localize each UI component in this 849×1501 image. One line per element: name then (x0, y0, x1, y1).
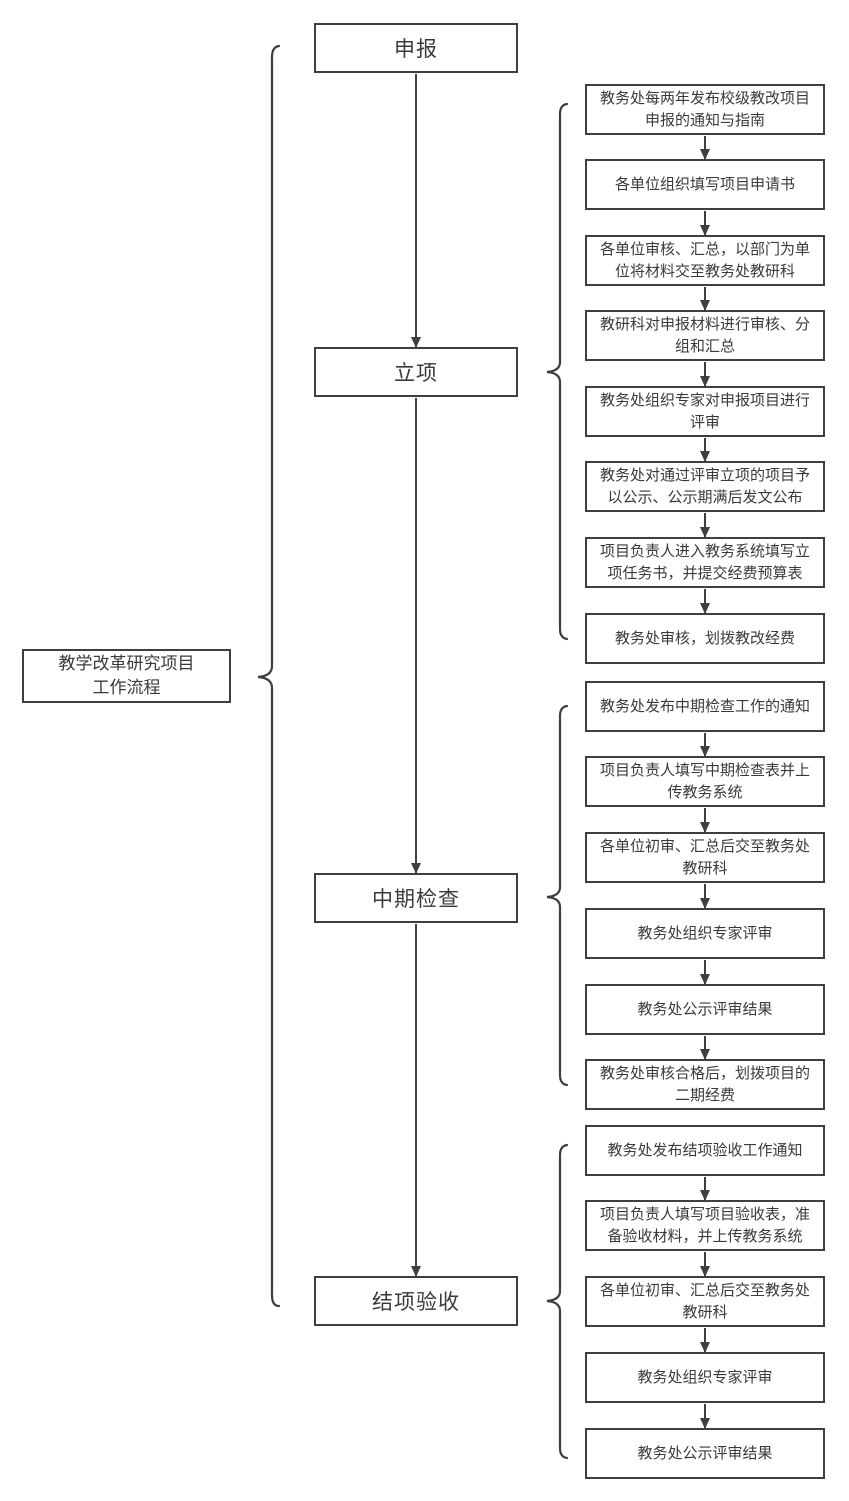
step-box: 项目负责人进入教务系统填写立项任务书，并提交经费预算表 (585, 537, 825, 588)
step-box: 各单位组织填写项目申请书 (585, 159, 825, 210)
down-arrow (410, 398, 421, 874)
step-box: 教研科对申报材料进行审核、分组和汇总 (585, 310, 825, 361)
stage-box-midterm-check: 中期检查 (314, 873, 518, 923)
down-arrow (699, 287, 710, 311)
step-box: 教务处每两年发布校级教改项目申报的通知与指南 (585, 84, 825, 135)
down-arrow (699, 136, 710, 160)
step-box: 教务处公示评审结果 (585, 984, 825, 1035)
down-arrow (699, 589, 710, 614)
down-arrow (699, 438, 710, 462)
step-box: 各单位初审、汇总后交至教务处教研科 (585, 832, 825, 883)
step-box: 教务处对通过评审立项的项目予以公示、公示期满后发文公布 (585, 461, 825, 512)
flow-title-line2: 工作流程 (92, 678, 161, 697)
down-arrow (410, 924, 421, 1277)
step-box: 教务处公示评审结果 (585, 1428, 825, 1479)
down-arrow (699, 1404, 710, 1429)
down-arrow (699, 513, 710, 538)
stage-box-declare: 申报 (314, 23, 518, 73)
step-box: 教务处发布结项验收工作通知 (585, 1125, 825, 1176)
midterm-brace (546, 704, 569, 1087)
stage-box-initiation: 立项 (314, 347, 518, 397)
step-box: 各单位初审、汇总后交至教务处教研科 (585, 1276, 825, 1327)
down-arrow (699, 884, 710, 909)
down-arrow (699, 362, 710, 387)
down-arrow (699, 211, 710, 236)
initiation-brace (546, 102, 569, 641)
stage-box-final-acceptance: 结项验收 (314, 1276, 518, 1326)
flow-title-line1: 教学改革研究项目 (58, 654, 195, 674)
down-arrow (699, 1036, 710, 1060)
acceptance-brace (546, 1143, 569, 1460)
flow-title-box: 教学改革研究项目 工作流程 (22, 649, 231, 703)
down-arrow (699, 960, 710, 985)
step-box: 项目负责人填写项目验收表，准备验收材料，并上传教务系统 (585, 1200, 825, 1251)
down-arrow (699, 1328, 710, 1353)
step-box: 教务处发布中期检查工作的通知 (585, 681, 825, 732)
step-box: 教务处审核，划拨教改经费 (585, 613, 825, 664)
step-box: 教务处组织专家对申报项目进行评审 (585, 386, 825, 437)
down-arrow (699, 1252, 710, 1277)
down-arrow (699, 1177, 710, 1201)
down-arrow (699, 733, 710, 757)
step-box: 教务处审核合格后，划拨项目的二期经费 (585, 1059, 825, 1110)
step-box: 教务处组织专家评审 (585, 908, 825, 959)
step-box: 项目负责人填写中期检查表并上传教务系统 (585, 756, 825, 807)
step-box: 各单位审核、汇总，以部门为单位将材料交至教务处教研科 (585, 235, 825, 286)
down-arrow (699, 808, 710, 833)
down-arrow (410, 74, 421, 348)
step-box: 教务处组织专家评审 (585, 1352, 825, 1403)
main-brace (257, 44, 281, 1308)
